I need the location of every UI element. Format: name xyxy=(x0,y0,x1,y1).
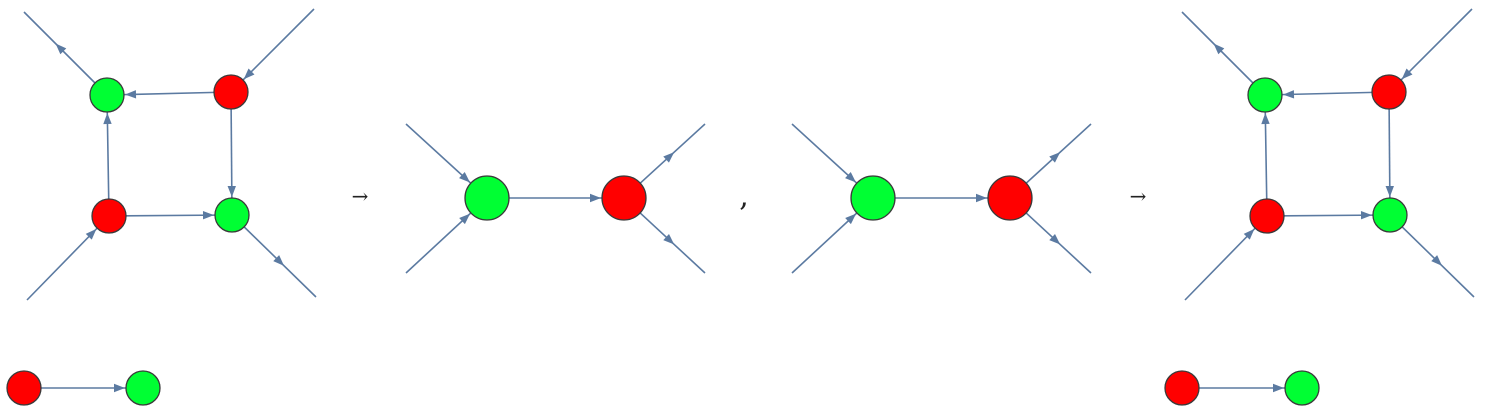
arrowhead xyxy=(663,233,675,245)
arrowhead xyxy=(55,43,67,55)
arrowhead xyxy=(202,211,215,220)
edge xyxy=(1389,214,1475,298)
arrowhead xyxy=(845,213,857,225)
arrowhead xyxy=(85,228,97,240)
rewrite-arrow-right: → xyxy=(1130,184,1147,208)
rewrite-arrow-left: → xyxy=(352,184,369,208)
edge xyxy=(1181,11,1266,96)
arrowhead xyxy=(459,213,471,225)
arrowhead xyxy=(124,90,137,99)
arrowhead xyxy=(663,152,675,163)
arrowhead xyxy=(1431,255,1443,266)
nodes-layer xyxy=(6,74,1408,406)
arrowhead xyxy=(976,193,987,203)
arrowhead xyxy=(1213,43,1225,55)
red-node xyxy=(1164,370,1200,406)
red-node xyxy=(1249,198,1285,234)
green-node xyxy=(1247,77,1283,113)
arrowhead xyxy=(459,171,471,183)
red-node xyxy=(1371,74,1407,110)
arrowhead xyxy=(1385,185,1394,198)
green-node xyxy=(1372,197,1408,233)
green-node xyxy=(850,175,896,221)
arrowhead xyxy=(1401,68,1413,80)
arrowhead xyxy=(243,68,255,80)
arrowhead xyxy=(1261,112,1270,125)
green-node xyxy=(125,370,161,406)
arrowhead xyxy=(590,193,601,203)
edge xyxy=(231,214,317,298)
arrowhead xyxy=(114,383,125,393)
arrowhead xyxy=(1049,152,1061,163)
comma-separator: , xyxy=(739,179,749,214)
arrowhead xyxy=(103,112,112,125)
red-node xyxy=(987,175,1033,221)
red-node xyxy=(213,74,249,110)
arrowhead xyxy=(227,185,236,198)
red-node xyxy=(6,370,42,406)
arrowhead xyxy=(1282,90,1295,99)
arrowhead xyxy=(1360,211,1373,220)
red-node xyxy=(91,198,127,234)
green-node xyxy=(464,175,510,221)
red-node xyxy=(601,175,647,221)
green-node xyxy=(1284,370,1320,406)
green-node xyxy=(89,77,125,113)
arrowhead xyxy=(1273,383,1284,393)
arrowhead xyxy=(1243,228,1255,240)
arrowhead xyxy=(273,255,285,266)
arrowhead xyxy=(845,171,857,183)
green-node xyxy=(214,197,250,233)
edge xyxy=(23,11,108,96)
arrowhead xyxy=(1049,233,1061,245)
